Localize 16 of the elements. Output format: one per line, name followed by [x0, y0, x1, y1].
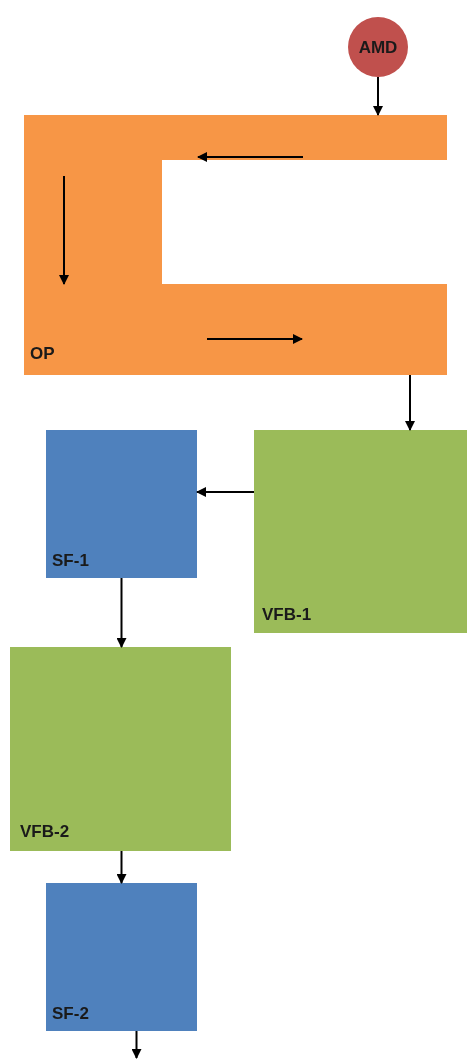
process-box: [46, 430, 197, 578]
arrow: [131, 1030, 142, 1059]
node-label: OP: [30, 345, 55, 362]
arrow: [405, 374, 415, 431]
arrow: [196, 487, 255, 497]
node-label: VFB-1: [262, 606, 312, 623]
node-label: SF-1: [52, 552, 89, 569]
process-box: [10, 647, 231, 851]
node-label: VFB-2: [20, 823, 70, 840]
node-label: SF-2: [52, 1005, 89, 1022]
node-label: AMD: [358, 38, 398, 56]
arrow: [373, 76, 383, 116]
arrow: [116, 577, 127, 648]
process-box: [254, 430, 467, 633]
arrow: [116, 850, 127, 884]
process-box: [46, 883, 197, 1031]
